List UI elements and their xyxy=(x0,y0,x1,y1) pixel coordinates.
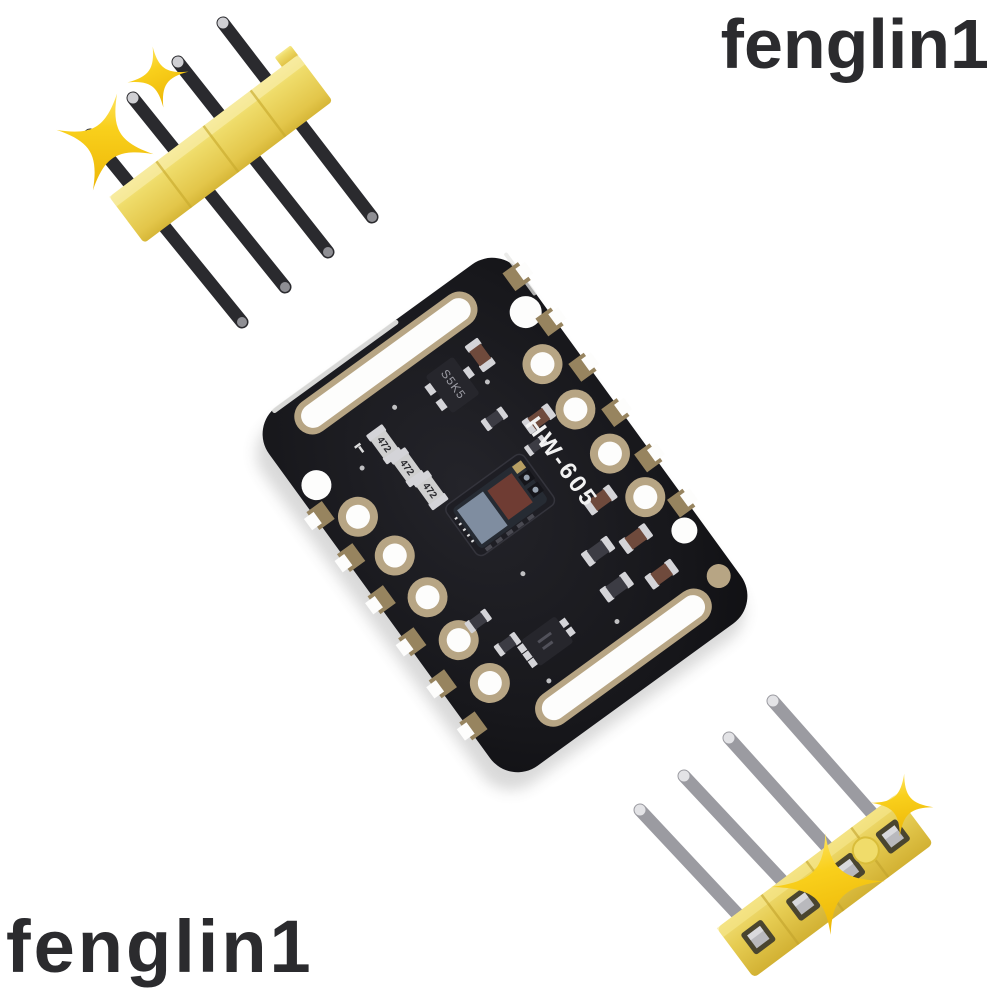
silkscreen-tick xyxy=(354,442,365,454)
pin-tip xyxy=(678,770,690,782)
header-segment-divider xyxy=(249,89,287,138)
pin-tip xyxy=(723,732,735,744)
pin-tip xyxy=(172,56,184,68)
heart-rate-sensor-chip xyxy=(445,453,556,557)
pin-tip xyxy=(767,695,779,707)
sensor-module-board: S5K5 472 472 472 xyxy=(262,252,748,773)
pin-tip xyxy=(323,247,333,257)
pin-tip xyxy=(127,92,139,104)
header-segment-divider xyxy=(155,160,193,209)
watermark-top-right: fenglin1 xyxy=(721,5,989,83)
header-plastic-body xyxy=(109,46,332,242)
mounting-hole xyxy=(671,517,698,544)
header-bump xyxy=(851,836,880,865)
mounting-hole xyxy=(509,296,542,329)
ic-sot23-5 xyxy=(516,617,576,669)
solder-joints xyxy=(359,379,620,684)
header-pin xyxy=(83,128,249,329)
pin-tip xyxy=(367,212,377,222)
voltage-regulator: S5K5 xyxy=(424,357,479,413)
header-segment-divider xyxy=(760,893,800,946)
mounting-hole xyxy=(301,470,332,501)
edge-glare xyxy=(272,319,399,413)
mounting-slot-bottom xyxy=(535,588,712,727)
micro-marking xyxy=(454,516,475,543)
pin-tip xyxy=(237,317,247,327)
led-emitter-window xyxy=(487,473,533,520)
header-segment-divider xyxy=(202,125,240,173)
photodiode-window xyxy=(457,491,508,545)
gold-pad xyxy=(706,564,731,589)
pin-tip xyxy=(217,17,229,29)
sensor-pads xyxy=(484,513,535,552)
header-nub xyxy=(275,46,299,68)
mounting-slot-top xyxy=(294,291,478,435)
pin-tip xyxy=(634,804,646,816)
pin-tip xyxy=(280,282,290,292)
watermark-bottom-left: fenglin1 xyxy=(6,905,314,988)
